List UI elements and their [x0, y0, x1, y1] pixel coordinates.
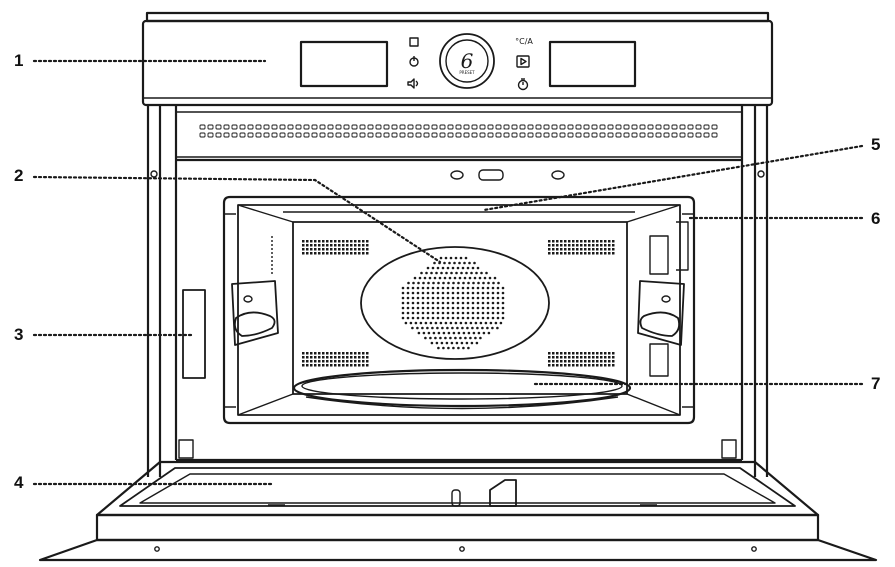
callout-7: 7: [531, 374, 880, 393]
preset-dial[interactable]: 6 PRESET: [439, 33, 495, 89]
oven-frame: [146, 105, 769, 477]
frame-screw-right: [757, 170, 765, 178]
cavity-outer: [174, 105, 744, 460]
right-display: [548, 40, 637, 88]
control-panel: 6 PRESET °C/A: [141, 19, 774, 107]
callout-6: 6: [688, 209, 880, 228]
callout-5: 5: [482, 135, 880, 212]
fan-cover: [360, 246, 550, 360]
power-icon[interactable]: [409, 56, 419, 67]
cavity-sensors: [450, 169, 565, 181]
callout-3: 3: [14, 325, 196, 344]
dial-sublabel: PRESET: [459, 70, 475, 75]
callout-4-label: 4: [14, 473, 24, 492]
timer-icon[interactable]: [517, 78, 529, 91]
frame-screw-left: [150, 170, 158, 178]
back-wall-grilles: [302, 240, 615, 367]
play-icon[interactable]: [516, 55, 530, 68]
callout-7-label: 7: [871, 374, 880, 393]
unit-label: °C/A: [515, 37, 533, 46]
left-display: [299, 40, 389, 88]
callout-3-label: 3: [14, 325, 23, 344]
sound-icon[interactable]: [407, 78, 419, 89]
callout-4: 4: [14, 473, 274, 492]
clock-icon[interactable]: °C/A: [515, 37, 533, 46]
dial-value: 6: [461, 49, 474, 73]
door-latch-slot: [182, 289, 206, 379]
crisp-plate: [292, 368, 632, 410]
callout-2-label: 2: [14, 166, 23, 185]
oven-cavity: [222, 195, 696, 425]
callout-1-label: 1: [14, 51, 23, 70]
callout-2: 2: [14, 166, 442, 264]
callout-1: 1: [14, 51, 267, 70]
left-side-wall: [231, 236, 279, 346]
oven-door[interactable]: [38, 460, 878, 562]
fan-perforation: [401, 256, 505, 350]
vent-strip: [175, 111, 743, 162]
callout-6-label: 6: [871, 209, 880, 228]
vent-slots: [199, 124, 718, 138]
callout-5-label: 5: [871, 135, 880, 154]
top-trim: [145, 11, 770, 23]
bottom-frame: [176, 439, 742, 462]
stop-icon[interactable]: [409, 37, 419, 47]
right-side-wall: [637, 221, 689, 377]
